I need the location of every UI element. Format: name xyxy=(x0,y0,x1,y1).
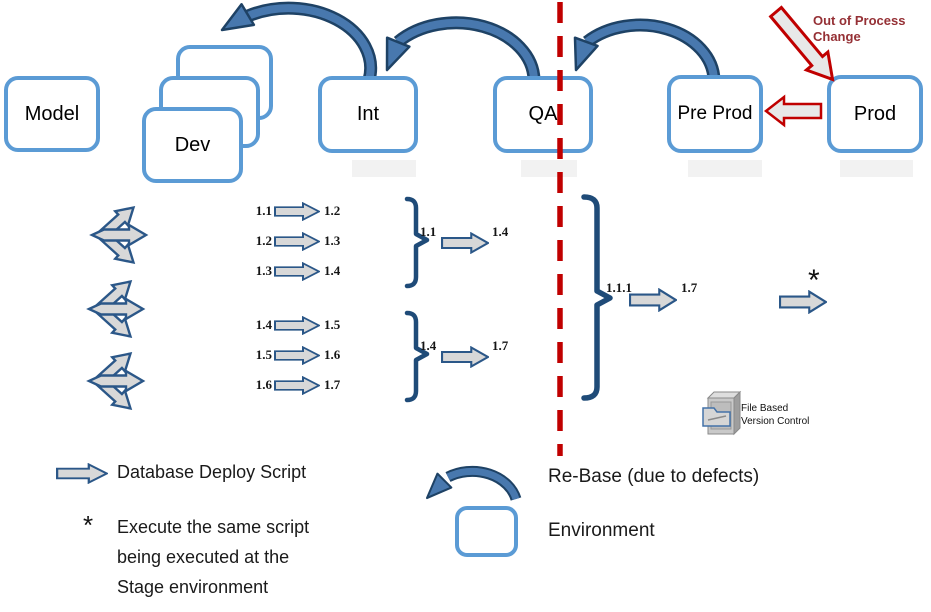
flow-from: 1.1 xyxy=(255,203,272,218)
flow-from: 1.1.1 xyxy=(606,280,632,295)
flow-from: 1.4 xyxy=(420,338,437,353)
legend-deploy-script-label: Database Deploy Script xyxy=(117,462,307,482)
legend-deploy-arrow-icon xyxy=(56,463,108,484)
out-of-process-label: Out of Process Change xyxy=(813,13,906,44)
dev-fan-arrows-2 xyxy=(87,273,145,345)
env-box-preprod: Pre Prod xyxy=(667,75,763,153)
prod-shadow xyxy=(840,160,913,177)
flow-to: 1.2 xyxy=(324,203,341,218)
flow-to: 1.5 xyxy=(324,317,341,332)
env-label-qa: QA xyxy=(528,103,558,125)
flow-to: 1.7 xyxy=(324,377,341,392)
qa-shadow xyxy=(521,160,577,177)
env-box-model: Model xyxy=(4,76,100,152)
env-label-dev: Dev xyxy=(174,133,211,156)
rebase-arc-preprod-to-qa xyxy=(563,18,721,81)
preprod-shadow xyxy=(688,160,762,177)
stage-script-star: * xyxy=(808,264,820,297)
env-box-qa: QA xyxy=(493,76,593,153)
env-box-prod: Prod xyxy=(827,75,923,153)
flow-arrow-qa-consolidated xyxy=(629,288,677,312)
flow-arrow xyxy=(274,346,320,365)
bracket-qa-consolidated xyxy=(581,194,613,401)
flow-arrow xyxy=(274,316,320,335)
bracket-group-b xyxy=(404,310,430,403)
version-control-label: File Based Version Control xyxy=(741,403,810,427)
int-shadow xyxy=(352,160,416,177)
flow-to: 1.4 xyxy=(492,224,509,239)
flow-to: 1.6 xyxy=(324,347,341,362)
legend-star-note: Execute the same script being executed a… xyxy=(117,517,310,597)
legend-star: * xyxy=(83,510,94,540)
legend-rebase-arc-icon xyxy=(419,465,522,506)
dev-fan-arrows-3 xyxy=(87,345,145,417)
flow-from: 1.3 xyxy=(255,263,272,278)
flow-arrow xyxy=(274,262,320,281)
flow-to: 1.4 xyxy=(324,263,341,278)
env-label-model: Model xyxy=(24,102,80,125)
legend-rebase-label: Re-Base (due to defects) xyxy=(548,466,760,487)
flow-to: 1.3 xyxy=(324,233,341,248)
flow-to: 1.7 xyxy=(681,280,698,295)
flow-from: 1.6 xyxy=(255,377,272,392)
flow-from: 1.5 xyxy=(255,347,272,362)
flow-arrow xyxy=(274,376,320,395)
bracket-group-a xyxy=(404,196,430,289)
dev-fan-arrows-1 xyxy=(90,199,148,271)
env-label-preprod: Pre Prod xyxy=(677,103,753,124)
flow-from: 1.2 xyxy=(255,233,272,248)
rebase-arc-qa-to-int xyxy=(374,16,541,81)
flow-arrow xyxy=(274,202,320,221)
flow-from: 1.4 xyxy=(255,317,272,332)
flow-arrow-consolidated xyxy=(441,232,489,254)
legend-environment-label: Environment xyxy=(548,520,655,541)
flow-arrow xyxy=(274,232,320,251)
version-control-vault-icon xyxy=(702,390,742,436)
rebase-arc-int-to-dev xyxy=(214,1,378,82)
flow-arrow-consolidated xyxy=(441,346,489,368)
env-label-prod: Prod xyxy=(853,102,897,125)
flow-to: 1.7 xyxy=(492,338,509,353)
env-label-int: Int xyxy=(356,103,380,125)
env-box-dev: Dev xyxy=(142,107,243,183)
env-box-int: Int xyxy=(318,76,418,153)
flow-from: 1.1 xyxy=(420,224,437,239)
legend-environment-icon xyxy=(455,506,518,557)
